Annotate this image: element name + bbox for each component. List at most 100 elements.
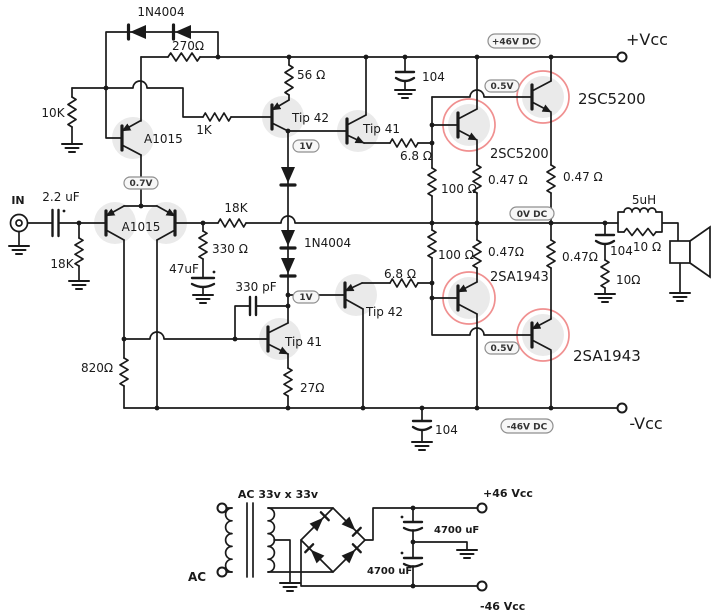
power-supply xyxy=(216,502,488,592)
label-2sc5200-outer: 2SC5200 xyxy=(578,90,646,108)
label-psu-neg: -46 Vcc xyxy=(480,600,525,613)
component-labels: 1N4004 270Ω 10K 1K A1015 56 Ω Tip 42 Tip… xyxy=(11,5,668,613)
ground-47uf xyxy=(192,294,214,304)
label-r047-br: 0.47Ω xyxy=(562,250,598,264)
diode-bias-3 xyxy=(279,258,297,278)
transistors xyxy=(104,80,552,355)
label-r330: 330 Ω xyxy=(212,242,248,256)
label-r047-tr: 0.47 Ω xyxy=(563,170,603,184)
transistor-a1015-diff-right xyxy=(156,205,177,241)
label-r100-top: 100 Ω xyxy=(441,182,477,196)
badge-0vdc-label: 0V DC xyxy=(517,210,548,220)
label-tip42-bottom: Tip 42 xyxy=(365,305,403,319)
label-tip42-top: Tip 42 xyxy=(291,111,329,125)
label-r047-bl: 0.47Ω xyxy=(488,245,524,259)
transistor-2sa1943-inner xyxy=(456,281,478,315)
diode-1n4004-top-1 xyxy=(126,23,146,41)
label-a1015-pair: A1015 xyxy=(122,220,161,234)
label-vcc-pos: +Vcc xyxy=(626,30,668,49)
inductor-5uh xyxy=(623,207,657,213)
transistor-2sa1943-outer xyxy=(530,318,552,351)
label-c104-top: 104 xyxy=(422,70,445,84)
label-r100-bottom: 100 Ω xyxy=(438,248,474,262)
diode-bias-1 xyxy=(279,167,297,187)
transistor-tip41-top xyxy=(345,114,367,145)
label-r047-tl: 0.47 Ω xyxy=(488,173,528,187)
resistor-0.47-br xyxy=(546,239,556,269)
diode-bias-2 xyxy=(279,230,297,250)
label-r270: 270Ω xyxy=(172,39,204,53)
badge-05v-bottom-label: 0.5V xyxy=(491,344,514,354)
badge-plus46vdc-label: +46V DC xyxy=(492,38,537,48)
ground-104-bottom xyxy=(411,441,433,451)
label-c4700-top: 4700 uF xyxy=(434,525,479,536)
label-r68-bottom: 6.8 Ω xyxy=(384,267,416,281)
transistor-a1015-current-source xyxy=(120,120,142,156)
resistor-270 xyxy=(167,52,201,62)
resistor-18k-input xyxy=(74,237,84,267)
cap-104-top xyxy=(394,70,416,83)
label-a1015-current-source: A1015 xyxy=(144,132,183,146)
resistor-820 xyxy=(119,357,129,387)
resistor-100-bottom xyxy=(427,229,437,259)
terminal-plus46 xyxy=(476,502,488,514)
resistor-56 xyxy=(284,64,294,96)
badge-minus46vdc-label: -46V DC xyxy=(507,423,548,433)
cap-4700uf-top xyxy=(400,515,424,532)
label-c104-zobel: 104 xyxy=(610,244,633,258)
resistor-1k xyxy=(202,112,232,122)
resistor-18k-feedback xyxy=(217,218,247,228)
label-c22uf: 2.2 uF xyxy=(42,190,80,204)
label-psu-ac: AC xyxy=(188,570,206,584)
badge-1v-top: 1V xyxy=(292,139,320,153)
label-r820: 820Ω xyxy=(81,361,113,375)
label-r1k: 1K xyxy=(196,123,213,137)
resistor-27 xyxy=(283,367,293,397)
badge-1v-bottom-label: 1V xyxy=(299,293,312,303)
ground-centertap xyxy=(279,582,301,592)
terminal-ac-top xyxy=(216,502,228,514)
label-input: IN xyxy=(11,194,24,207)
transistor-tip41-bottom xyxy=(266,322,289,355)
label-c4700-bottom: 4700 uF xyxy=(367,566,412,577)
resistor-0.47-tl xyxy=(472,164,482,194)
capacitors xyxy=(51,70,616,432)
label-r10-parallel: 10 Ω xyxy=(633,240,661,254)
resistor-10-parallel xyxy=(623,227,657,237)
label-psu-pos: +46 Vcc xyxy=(483,487,533,500)
terminal-vcc-neg xyxy=(616,402,628,414)
terminal-minus46 xyxy=(476,580,488,592)
input-jack xyxy=(9,213,29,233)
label-r27: 27Ω xyxy=(300,381,324,395)
badge-plus46vdc: +46V DC xyxy=(487,33,541,49)
ground-speaker xyxy=(669,292,691,302)
badge-07v-label: 0.7V xyxy=(130,179,153,189)
cap-104-zobel xyxy=(594,233,616,246)
label-c330pf: 330 pF xyxy=(235,280,276,294)
label-vcc-neg: -Vcc xyxy=(629,414,662,433)
label-r10-zobel: 10Ω xyxy=(616,273,640,287)
ground-18k-input xyxy=(68,280,90,290)
label-2sa1943-inner: 2SA1943 xyxy=(490,270,549,285)
terminal-vcc-pos xyxy=(616,51,628,63)
resistor-330 xyxy=(198,230,208,260)
resistor-0.47-bl xyxy=(472,239,482,269)
ground-symbols xyxy=(8,89,691,451)
resistor-0.47-tr xyxy=(546,164,556,194)
badge-1v-top-label: 1V xyxy=(299,142,312,152)
transformer xyxy=(224,502,276,578)
transistor-a1015-diff-left xyxy=(104,205,125,241)
transistor-tip42-top xyxy=(270,99,290,132)
resistor-6.8-top xyxy=(389,138,419,148)
resistor-10-zobel xyxy=(600,259,610,289)
badge-0.5v-bottom: 0.5V xyxy=(484,341,520,355)
cap-4700uf-bottom xyxy=(400,551,424,568)
badge-0vdc: 0V DC xyxy=(509,206,555,221)
diodes xyxy=(126,23,297,278)
wire-layer xyxy=(18,31,681,443)
label-r18k-input: 18K xyxy=(50,257,74,271)
speaker xyxy=(669,225,711,279)
resistor-100-top xyxy=(427,167,437,197)
